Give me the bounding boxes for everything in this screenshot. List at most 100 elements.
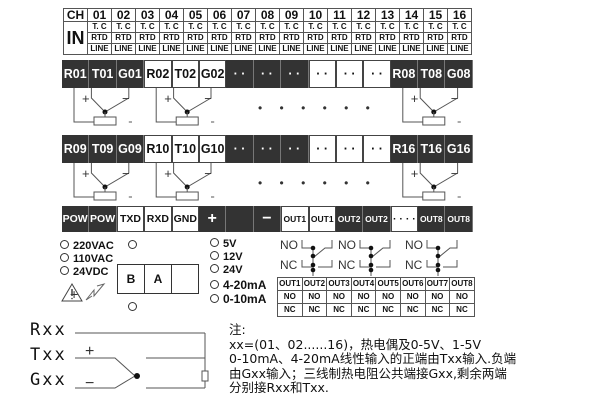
terminal-t08: T08 (418, 60, 446, 88)
relay-contact-dot (310, 253, 316, 259)
output-nc-cell: NC (277, 303, 303, 317)
legend-t-wire (75, 357, 136, 377)
resistor-icon (422, 116, 446, 126)
terminal-g01: G01 (116, 60, 145, 88)
rtd-wire-r (155, 163, 177, 198)
terminal-g02: G02 (198, 60, 227, 88)
legend-rxx: Rxx (30, 320, 67, 340)
relay-contact-dot (435, 245, 441, 251)
terminal-g09: G09 (116, 135, 145, 163)
warning-dot (71, 297, 73, 300)
rtd-wire-r (73, 88, 94, 123)
output-header: OUT7 (424, 277, 451, 291)
signal-option-5v: 5V (210, 238, 236, 250)
minus-sign: − (122, 91, 130, 106)
output-header: OUT6 (399, 277, 426, 291)
comm-terminal-blank (172, 265, 198, 293)
terminal-t09: T09 (89, 135, 117, 163)
output-nc-cell: NC (350, 303, 377, 317)
terminal-r02: R02 (144, 60, 172, 88)
relay-nc-wire (301, 260, 312, 268)
rtd-wire-r (402, 163, 423, 198)
relay-nc-wire (359, 260, 370, 268)
terminal-t10: T10 (171, 135, 199, 163)
terminal-t01: T01 (89, 60, 117, 88)
note-line: 由Gxx输入；三线制热电阻公共端接Gxx,剩余两端 (229, 365, 507, 381)
comm-terminal-b: B (118, 265, 145, 293)
channel-header: 15 (423, 8, 448, 22)
output-no-cell: NO (350, 290, 377, 304)
terminal-g08: G08 (445, 60, 473, 88)
legend-g-wire (75, 375, 136, 389)
plus-sign: + (164, 166, 172, 181)
output-nc-cell: NC (326, 303, 352, 317)
terminal-dots: · · (253, 60, 282, 88)
relay-nc-right (376, 260, 391, 268)
minus-sign: − (451, 166, 459, 181)
terminal-txd: TXD (116, 206, 145, 232)
terminal-dots: · · · · (390, 206, 419, 232)
note-line: 0-10mA、4-20mA线性输入的正端由Txx输入.负端 (229, 351, 517, 366)
terminal-dots: · · (281, 60, 309, 88)
output-nc-cell: NC (449, 303, 475, 317)
note-line: xx=(01、02......16)，热电偶及0-5V、1-5V (229, 336, 482, 352)
comm-indicator-bottom (128, 302, 141, 314)
terminal-r08: R08 (390, 60, 419, 88)
signal-option-label: 12V (223, 251, 243, 263)
signal-option-0-10ma: 0-10mA (210, 292, 266, 306)
resistor-icon (175, 191, 199, 201)
relay-switch-arm (313, 240, 333, 258)
output-nc-cell: NC (375, 303, 401, 317)
relay-nc-label: NC (405, 258, 423, 272)
minus-sign: − (204, 91, 212, 106)
output-header: OUT5 (375, 277, 401, 291)
junction-dot (134, 373, 140, 379)
relay-no-wire (426, 240, 437, 249)
output-nc-cell: NC (424, 303, 451, 317)
terminal-gnd: GND (171, 206, 199, 232)
channel-header: 04 (159, 8, 184, 22)
input-type-cell: LINE (231, 43, 256, 55)
relay-no-wire (359, 240, 370, 249)
plus-sign: + (82, 166, 90, 181)
relay-contact-dot (368, 262, 374, 268)
output-no-cell: NO (399, 290, 426, 304)
relay-no-label: NO (280, 238, 298, 252)
legend-txx: Txx (30, 345, 67, 365)
terminal-t16: T16 (418, 135, 446, 163)
relay-nc-right (443, 260, 458, 268)
ellipsis-dots: • • • • • • (258, 176, 377, 190)
relay-contact-dot (310, 245, 316, 251)
relay-contact-dot (435, 262, 441, 268)
power-option-label: 24VDC (73, 266, 109, 278)
signal-option-label: 5V (223, 238, 237, 250)
signal-option-label: 0-10mA (223, 292, 267, 306)
signal-option-12v: 12V (210, 251, 243, 263)
relay-contact-dot (368, 253, 374, 259)
minus-sign: − (204, 166, 212, 181)
output-no-cell: NO (449, 290, 475, 304)
terminal-g16: G16 (445, 135, 473, 163)
relay-contact-dot (368, 267, 374, 273)
power-option-24vdc: 24VDC (60, 266, 108, 278)
warning-mark: + (70, 286, 78, 302)
plus-sign: + (164, 91, 172, 106)
terminal-r10: R10 (144, 135, 172, 163)
rtd-wire-r (402, 88, 423, 123)
relay-switch-arm (438, 240, 458, 258)
terminal-+: + (198, 206, 227, 232)
relay-nc-label: NC (280, 258, 298, 272)
terminal-dots: · · (335, 60, 364, 88)
terminal-out8: OUT8 (418, 206, 446, 232)
power-option-label: 220VAC (73, 240, 114, 252)
rtd-wire-r (73, 163, 94, 198)
relay-contact-dot (435, 253, 441, 259)
output-header: OUT1 (277, 277, 303, 291)
resistor-icon (175, 116, 199, 126)
